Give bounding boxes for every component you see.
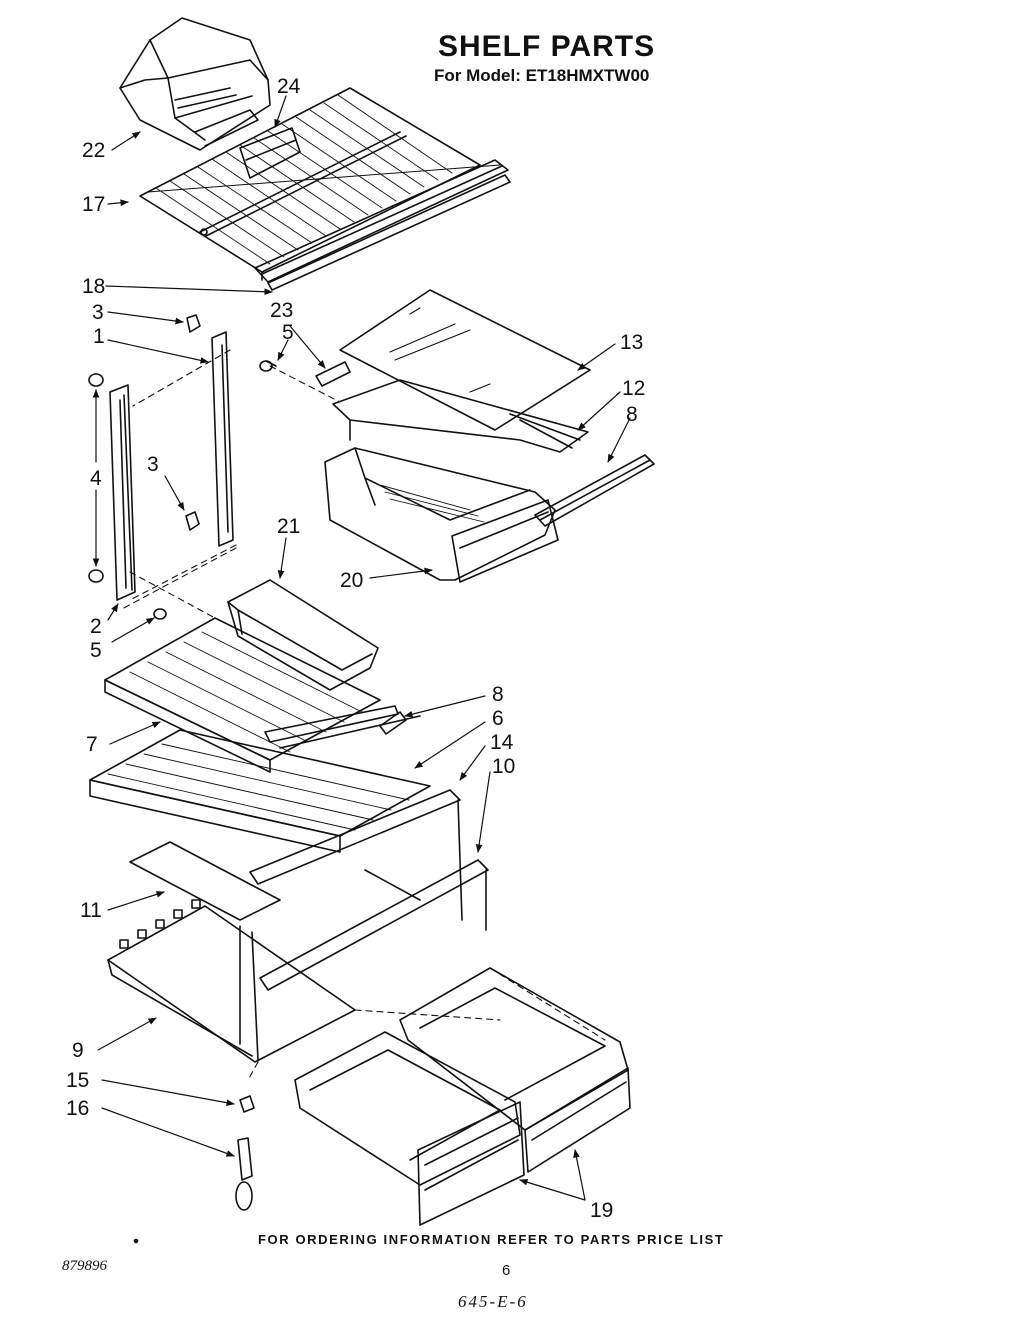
bracket-clip-part-3-upper [187,315,200,332]
crisper-cover-frame-part-10 [250,790,488,990]
shelf-rail-part-4 [89,374,135,600]
callout-1: 1 [93,325,105,348]
shelf-rail-part-1 [212,332,233,546]
assembly-guide-lines-upper [120,350,340,618]
callout-16: 16 [66,1097,90,1120]
shelf-trim-part-18 [255,160,510,290]
callout-11: 11 [80,899,102,922]
crisper-frame-part-12 [333,380,588,452]
handwritten-code: 645-E-6 [458,1292,528,1311]
crisper-cover-glass-part-11 [130,842,280,920]
callout-19: 19 [590,1199,614,1222]
page-number: 6 [502,1262,511,1279]
trim-bar-part-8-upper [535,455,654,526]
ordering-note: FOR ORDERING INFORMATION REFER TO PARTS … [258,1232,725,1247]
crisper-support-part-9 [108,900,355,1062]
callout-2: 2 [90,615,102,638]
callout-5-upper: 5 [282,321,294,344]
roller-part-15 [240,1096,254,1112]
small-bin-part-21 [228,580,378,690]
callout-18: 18 [82,275,106,298]
callout-4: 4 [90,467,102,490]
callout-9: 9 [72,1039,84,1062]
freezer-wire-shelf-part-17 [140,88,500,280]
callout-10: 10 [492,755,516,778]
model-subtitle: For Model: ET18HMXTW00 [434,66,650,85]
callout-12: 12 [622,377,646,400]
crisper-pan-part-19-left [295,1032,524,1225]
stud-part-5-upper [260,361,276,371]
callout-23: 23 [270,299,294,322]
callout-5-lower: 5 [90,639,102,662]
crisper-pan-part-19-right [400,968,630,1172]
callout-8-upper: 8 [626,403,638,426]
door-bin-part-22 [120,18,270,150]
bracket-clip-part-3-lower [186,512,199,530]
callout-24: 24 [277,75,301,98]
callout-6: 6 [492,707,504,730]
callout-7: 7 [86,733,98,756]
callout-17: 17 [82,193,106,216]
clip-part-24 [240,128,300,178]
stray-dot [133,1238,139,1244]
callout-21: 21 [277,515,301,538]
callout-leaders [92,96,630,1200]
document-number: 879896 [62,1258,107,1274]
glass-shelf-part-13 [340,290,590,430]
slide-shelf-part-7-upper [105,618,380,772]
callout-20: 20 [340,569,364,592]
trim-bar-part-8-lower [380,712,406,734]
assembly-guide-lines-lower [248,968,605,1080]
callout-8-lower: 8 [492,683,504,706]
leveling-leg-part-16 [236,1138,252,1210]
slide-shelf-part-14 [90,730,430,852]
callout-13: 13 [620,331,644,354]
callout-3-lower: 3 [147,453,159,476]
shelf-end-clip-part-23 [316,362,350,386]
callout-15: 15 [66,1069,90,1092]
callout-3-upper: 3 [92,301,104,324]
page-title: SHELF PARTS [438,30,656,63]
callout-22: 22 [82,139,106,162]
callout-14: 14 [490,731,514,754]
stud-part-5-lower [154,609,166,619]
crisper-drawer-part-20 [325,448,558,582]
